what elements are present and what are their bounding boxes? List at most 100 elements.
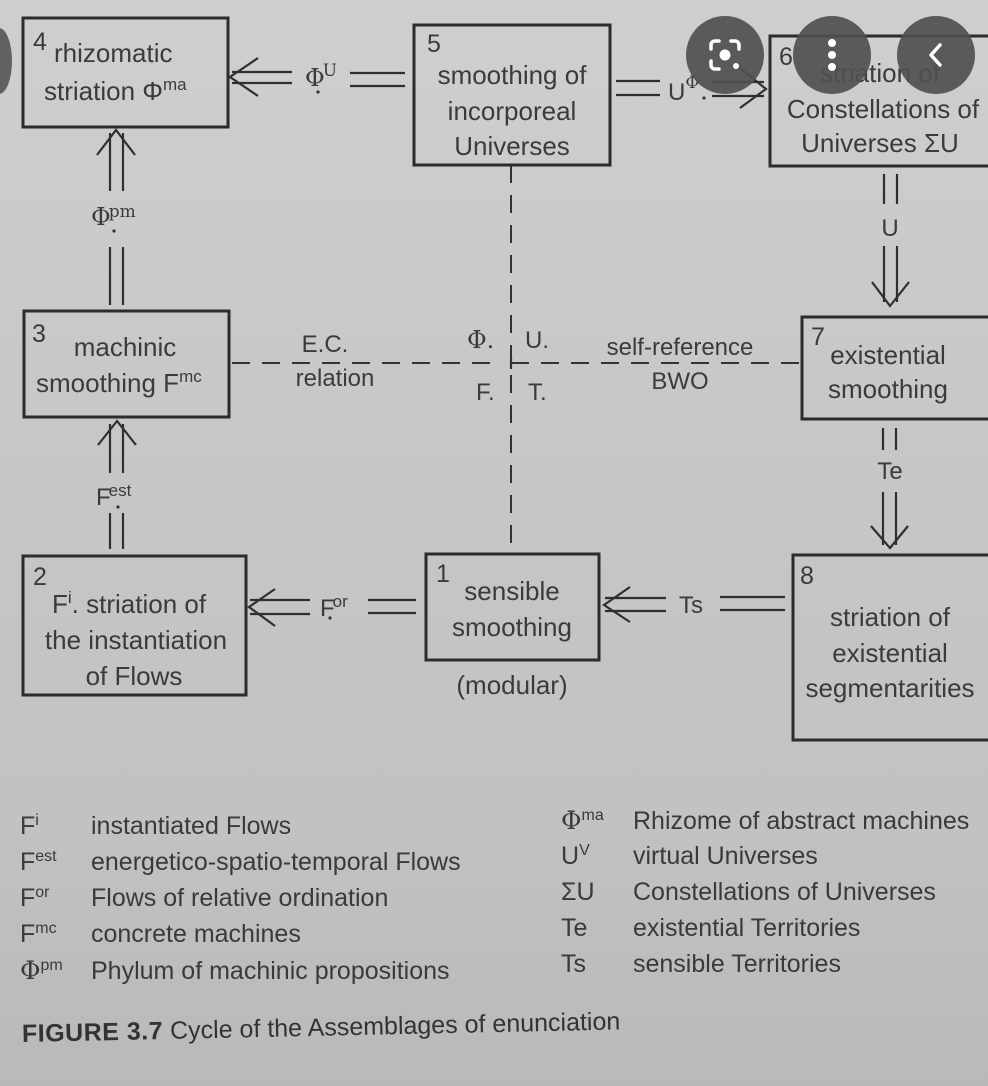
node-number: 6 xyxy=(779,43,793,71)
edge-label: ΦU xyxy=(305,61,337,92)
quadrant-label-f: F. xyxy=(476,379,495,406)
node-label-line: striation of xyxy=(830,602,951,632)
more-options-icon xyxy=(828,39,836,71)
legend-symbol: Fmc xyxy=(20,920,57,948)
node-number: 2 xyxy=(33,563,47,591)
ec-label: E.C. xyxy=(302,331,349,358)
legend-item: Fest energetico-spatio-temporal Flows xyxy=(20,848,461,884)
back-icon xyxy=(929,43,942,67)
legend-description: Constellations of Universes xyxy=(633,878,936,906)
legend-item: ΣU Constellations of Universes xyxy=(561,878,969,914)
edge-label: Ts xyxy=(679,592,703,619)
node-number: 7 xyxy=(811,323,825,351)
dashed-vertical-line: Φ. U. F. T. xyxy=(467,165,549,550)
lens-icon xyxy=(709,39,741,71)
legend-description: energetico-spatio-temporal Flows xyxy=(91,848,461,876)
edge-2-to-3: Fest xyxy=(96,419,137,549)
node-label-line: of Flows xyxy=(86,661,183,691)
node-label-line: incorporeal xyxy=(448,96,577,126)
self-reference-label: self-reference xyxy=(607,334,754,361)
legend-symbol: Te xyxy=(561,914,588,942)
node-number: 4 xyxy=(33,28,47,56)
legend-item: Ts sensible Territories xyxy=(561,950,969,986)
node-label-line: the instantiation xyxy=(45,625,227,655)
node-1: 1 sensible smoothing (modular) xyxy=(424,552,601,700)
edge-label: Fest xyxy=(96,481,132,511)
legend-symbol: Fest xyxy=(20,848,57,876)
node-label-line: Fi. striation of xyxy=(52,588,207,619)
legend-description: Flows of relative ordination xyxy=(91,884,389,912)
legend-symbol: ΣU xyxy=(561,878,595,906)
edge-7-to-8: Te xyxy=(870,428,909,550)
legend-symbol: Φma xyxy=(561,806,604,835)
legend-item: Φma Rhizome of abstract machines xyxy=(561,806,969,842)
node-2: 2 Fi. striation of the instantiation of … xyxy=(21,554,248,697)
edge-3-to-4: Φpm xyxy=(91,128,136,305)
figure-title: Cycle of the Assemblages of enunciation xyxy=(169,1007,621,1045)
node-label-line: existential xyxy=(832,638,948,668)
node-label-line: Universes xyxy=(454,131,570,161)
assemblage-cycle-diagram: 4 rhizomatic striation Φma 5 smoothing o… xyxy=(21,16,988,742)
legend-symbol: UV xyxy=(561,842,590,870)
node-note: (modular) xyxy=(456,670,567,700)
dashed-relation-line: E.C. relation self-reference BWO xyxy=(232,331,800,395)
lens-button[interactable] xyxy=(686,16,764,94)
edge-5-to-4: ΦU xyxy=(228,57,405,97)
node-4: 4 rhizomatic striation Φma xyxy=(21,16,230,129)
more-options-button[interactable] xyxy=(793,16,871,94)
legend-description: virtual Universes xyxy=(633,842,818,870)
legend-symbol: Fi xyxy=(20,812,39,840)
node-label-line: machinic xyxy=(74,332,177,362)
node-label-line: smoothing xyxy=(828,374,948,404)
node-label-line: Universes ΣU xyxy=(801,128,959,158)
figure-caption: FIGURE 3.7 Cycle of the Assemblages of e… xyxy=(22,1007,621,1049)
node-number: 1 xyxy=(436,560,450,588)
node-number: 3 xyxy=(32,320,46,348)
relation-label: relation xyxy=(296,365,375,392)
legend-item: UV virtual Universes xyxy=(561,842,969,878)
edge-label: U xyxy=(881,215,898,242)
node-number: 8 xyxy=(800,562,814,590)
node-label-line: smoothing xyxy=(452,612,572,642)
node-5: 5 smoothing of incorporeal Universes xyxy=(412,23,612,167)
edge-label: For xyxy=(320,592,348,622)
node-8: 8 striation of existential segmentaritie… xyxy=(791,553,988,742)
node-label-line: sensible xyxy=(464,576,559,606)
legend-description: concrete machines xyxy=(91,920,301,948)
back-button[interactable] xyxy=(897,16,975,94)
legend-item: Fmc concrete machines xyxy=(20,920,461,956)
node-label-line: striation Φma xyxy=(44,75,187,106)
node-3: 3 machinic smoothing Fmc xyxy=(22,309,231,419)
legend-description: sensible Territories xyxy=(633,950,841,978)
legend-item: Te existential Territories xyxy=(561,914,969,950)
edge-label: Φpm xyxy=(91,202,136,231)
legend-description: existential Territories xyxy=(633,914,861,942)
legend-description: Phylum of machinic propositions xyxy=(91,957,450,985)
figure-number: FIGURE 3.7 xyxy=(21,1017,164,1048)
node-number: 5 xyxy=(427,30,441,58)
node-label-line: rhizomatic xyxy=(54,38,172,68)
node-label-line: smoothing of xyxy=(438,60,588,90)
quadrant-label-phi: Φ. xyxy=(467,326,494,354)
left-edge-handle[interactable] xyxy=(0,28,12,94)
node-label-line: segmentarities xyxy=(805,673,974,703)
edge-label: Te xyxy=(877,458,902,485)
legend-description: Rhizome of abstract machines xyxy=(633,807,970,835)
node-label-line: existential xyxy=(830,340,946,370)
legend-right: Φma Rhizome of abstract machines UV virtua… xyxy=(561,806,969,986)
legend-symbol: Φpm xyxy=(20,956,63,985)
legend-item: Φpm Phylum of machinic propositions xyxy=(20,956,461,992)
node-label-line: smoothing Fmc xyxy=(36,367,202,398)
node-label-line: Constellations of xyxy=(787,94,980,124)
edge-1-to-2: For xyxy=(247,588,416,627)
edge-6-to-7: U xyxy=(871,174,910,308)
legend-symbol: Ts xyxy=(561,950,586,978)
quadrant-label-t: T. xyxy=(528,379,547,406)
edge-8-to-1: Ts xyxy=(602,586,785,623)
node-7: 7 existential smoothing xyxy=(800,315,988,421)
quadrant-label-u: U. xyxy=(525,327,549,354)
